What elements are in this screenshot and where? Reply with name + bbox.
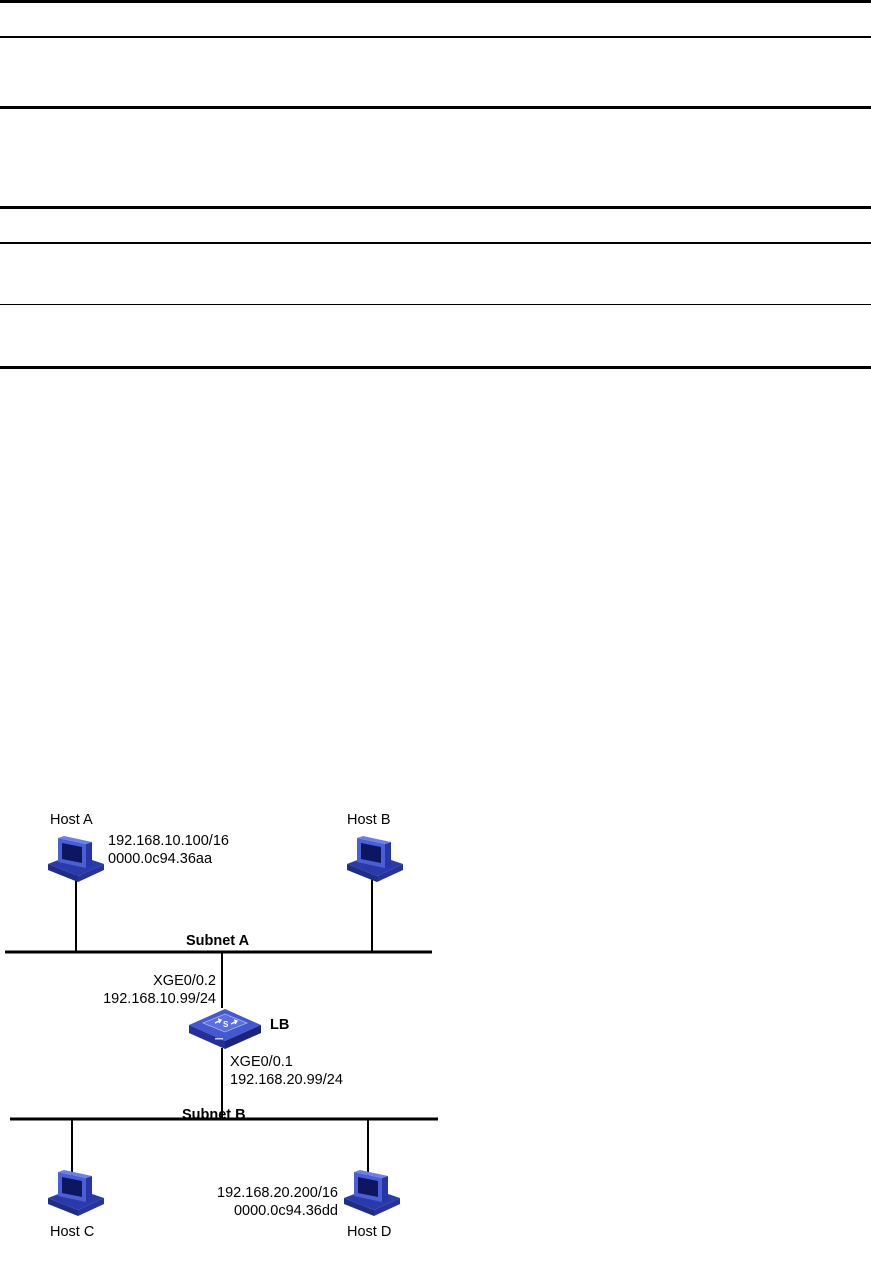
subnet-b-label: Subnet B	[182, 1107, 246, 1123]
table-header-rule	[0, 36, 871, 38]
table-top-rule	[0, 0, 871, 3]
subnet-a-label: Subnet A	[186, 933, 250, 949]
table2-row-divider	[0, 304, 871, 305]
desktop-computer-icon	[48, 836, 104, 882]
host-d-mac: 0000.0c94.36dd	[233, 1203, 338, 1219]
host-a-name: Host A	[50, 812, 93, 828]
load-balancer-device-icon: S	[189, 1009, 261, 1049]
lb-upper-port: XGE0/0.2	[153, 973, 216, 989]
lb-lower-port: XGE0/0.1	[230, 1054, 293, 1070]
table2-header-rule	[0, 242, 871, 244]
table-bottom-rule	[0, 106, 871, 109]
desktop-computer-icon	[48, 1170, 104, 1216]
svg-text:S: S	[223, 1020, 229, 1029]
desktop-computer-icon	[347, 836, 403, 882]
table2-bottom-rule	[0, 366, 871, 369]
network-diagram: Host A 192.168.10.100/16 0000.0c94.36aa …	[0, 790, 460, 1260]
desktop-computer-icon	[344, 1170, 400, 1216]
table2-top-rule	[0, 206, 871, 209]
host-d-ip: 192.168.20.200/16	[217, 1185, 338, 1201]
host-b-name: Host B	[347, 812, 391, 828]
lb-upper-ip: 192.168.10.99/24	[103, 991, 216, 1007]
host-d-name: Host D	[347, 1224, 392, 1240]
lb-label: LB	[270, 1017, 290, 1033]
diagram-lines	[5, 875, 438, 1182]
lb-lower-ip: 192.168.20.99/24	[230, 1072, 343, 1088]
host-a-mac: 0000.0c94.36aa	[108, 851, 213, 867]
host-a-ip: 192.168.10.100/16	[108, 833, 229, 849]
host-c-name: Host C	[50, 1224, 95, 1240]
